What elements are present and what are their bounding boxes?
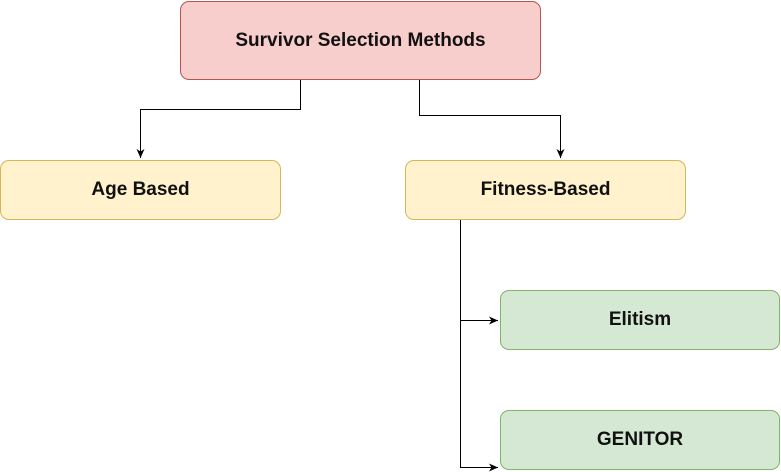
node-genitor: GENITOR xyxy=(500,410,780,470)
edge-fitness-to-elitism xyxy=(460,220,498,325)
node-label: Survivor Selection Methods xyxy=(235,29,486,51)
node-label: GENITOR xyxy=(596,429,684,450)
node-label: Elitism xyxy=(608,309,672,330)
node-age-based: Age Based xyxy=(0,160,281,220)
edge-root-to-fitness-based xyxy=(419,80,565,158)
node-survivor-selection-methods: Survivor Selection Methods xyxy=(180,1,541,80)
node-label: Fitness-Based xyxy=(480,179,611,200)
node-elitism: Elitism xyxy=(500,290,780,350)
edge-root-to-age-based xyxy=(136,80,301,158)
node-fitness-based: Fitness-Based xyxy=(405,160,686,220)
edge-fitness-to-genitor xyxy=(460,320,498,472)
node-label: Age Based xyxy=(91,179,190,200)
